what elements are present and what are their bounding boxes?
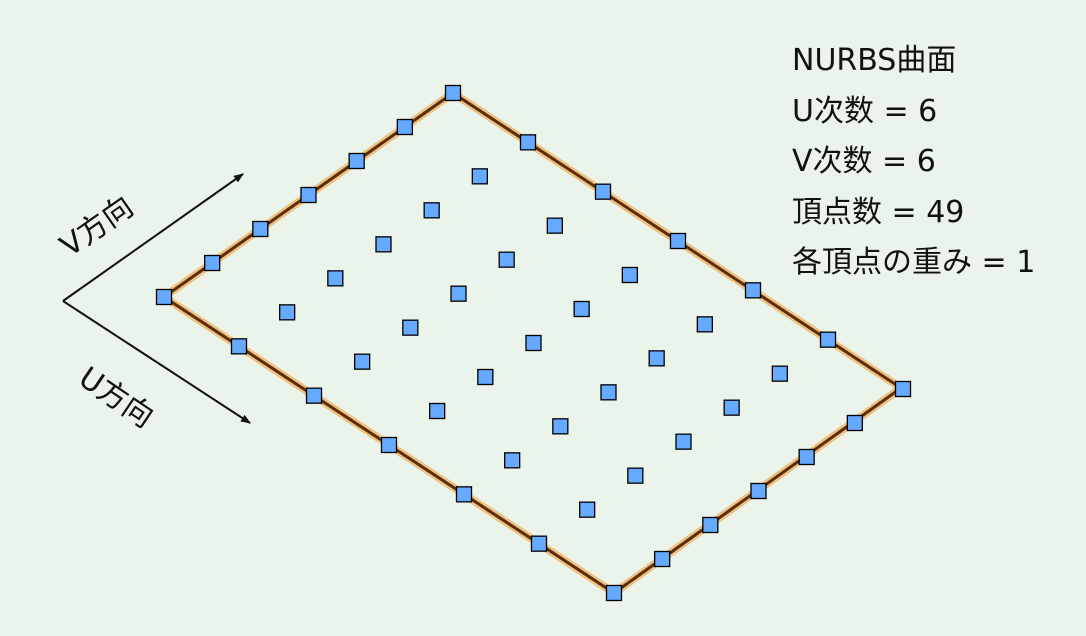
control-point[interactable] [654, 550, 671, 568]
control-point[interactable] [471, 168, 488, 185]
u-degree: U次数 = 6 [792, 93, 938, 129]
control-point[interactable] [396, 118, 413, 136]
control-point[interactable] [750, 482, 767, 500]
control-point[interactable] [669, 232, 687, 250]
control-point[interactable] [771, 365, 788, 382]
control-point[interactable] [348, 152, 365, 170]
control-point[interactable] [600, 384, 617, 401]
control-point[interactable] [552, 418, 569, 435]
control-point[interactable] [675, 433, 692, 450]
control-point[interactable] [429, 402, 446, 420]
control-point[interactable] [627, 467, 644, 484]
control-point[interactable] [477, 368, 494, 386]
control-point[interactable] [894, 380, 912, 398]
control-point[interactable] [621, 266, 638, 284]
control-point[interactable] [546, 217, 563, 234]
control-point[interactable] [423, 202, 440, 219]
control-point[interactable] [744, 282, 762, 299]
control-point[interactable] [305, 387, 323, 404]
control-point[interactable] [455, 486, 473, 503]
control-point[interactable] [819, 331, 837, 348]
u-direction-arrow [62, 300, 251, 424]
control-point[interactable] [573, 300, 590, 318]
control-point[interactable] [846, 414, 863, 432]
control-point[interactable] [375, 236, 392, 253]
control-point[interactable] [504, 452, 521, 469]
control-point[interactable] [402, 319, 419, 336]
vertex-weight: 各頂点の重み = 1 [792, 245, 1036, 280]
control-point[interactable] [498, 251, 515, 268]
control-point[interactable] [702, 516, 719, 534]
control-point[interactable] [450, 285, 467, 302]
v-direction-arrow [62, 173, 244, 302]
control-point[interactable] [594, 183, 612, 200]
control-point[interactable] [252, 220, 269, 238]
control-point[interactable] [327, 270, 344, 287]
control-point[interactable] [519, 134, 537, 151]
control-point[interactable] [525, 334, 542, 352]
control-point[interactable] [300, 186, 317, 204]
control-point[interactable] [579, 501, 596, 518]
control-point[interactable] [648, 350, 665, 367]
control-point[interactable] [230, 338, 248, 355]
surface-info: NURBS曲面 U次数 = 6 V次数 = 6 頂点数 = 49 各頂点の重み … [792, 36, 1035, 289]
control-point[interactable] [354, 353, 371, 370]
control-point[interactable] [155, 288, 173, 306]
control-point[interactable] [605, 584, 623, 602]
control-point[interactable] [444, 84, 462, 102]
control-point[interactable] [798, 448, 815, 466]
control-point[interactable] [279, 304, 296, 321]
vertex-count: 頂点数 = 49 [792, 194, 965, 230]
surface-title: NURBS曲面 [792, 43, 957, 78]
v-degree: V次数 = 6 [792, 144, 936, 179]
control-point[interactable] [380, 436, 398, 454]
control-point[interactable] [530, 535, 548, 552]
control-point[interactable] [204, 254, 221, 272]
control-point[interactable] [723, 399, 740, 416]
control-point[interactable] [696, 316, 713, 333]
